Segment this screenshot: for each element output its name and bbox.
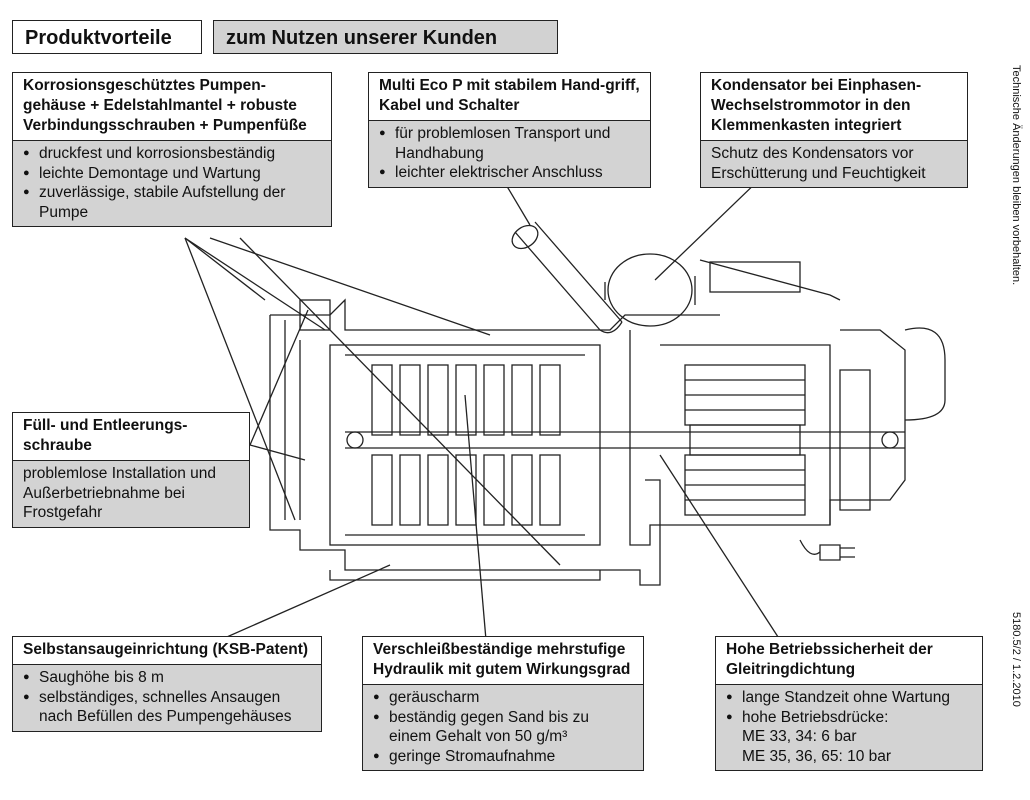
box-kondensator: Kondensator bei Einphasen-Wechselstrommo… xyxy=(700,72,968,188)
box-korrosionsschutz: Korrosionsgeschütztes Pumpen-gehäuse + E… xyxy=(12,72,332,227)
list-item: beständig gegen Sand bis zu einem Gehalt… xyxy=(373,708,635,747)
box-handgriff: Multi Eco P mit stabilem Hand-griff, Kab… xyxy=(368,72,651,188)
box-hydraulik: Verschleißbeständige mehrstufige Hydraul… xyxy=(362,636,644,771)
list-item: leichter elektrischer Anschluss xyxy=(379,163,642,183)
box-text: Schutz des Kondensators vor Erschütterun… xyxy=(701,141,967,187)
side-note-dokument-nr: 5180.5/2 / 1.2.2010 xyxy=(1010,612,1022,707)
box-title: Verschleißbeständige mehrstufige Hydraul… xyxy=(363,637,643,685)
box-title: Hohe Betriebssicherheit der Gleitringdic… xyxy=(716,637,982,685)
tab-produktvorteile: Produktvorteile xyxy=(12,20,202,54)
box-title: Kondensator bei Einphasen-Wechselstrommo… xyxy=(701,73,967,141)
box-text: problemlose Installation und Außerbetrie… xyxy=(13,461,249,527)
list-item: Saughöhe bis 8 m xyxy=(23,668,313,688)
list-item-text: hohe Betriebsdrücke: xyxy=(742,708,889,726)
box-title: Korrosionsgeschütztes Pumpen-gehäuse + E… xyxy=(13,73,331,141)
pressure-value: ME 35, 36, 65: 10 bar xyxy=(742,747,892,765)
box-fuellschraube: Füll- und Entleerungs-schraube problemlo… xyxy=(12,412,250,528)
tab-kundennutzen: zum Nutzen unserer Kunden xyxy=(213,20,558,54)
list-item: geräuscharm xyxy=(373,688,635,708)
box-selbstansaugung: Selbstansaugeinrichtung (KSB-Patent) Sau… xyxy=(12,636,322,732)
list-item: zuverlässige, stabile Aufstellung der Pu… xyxy=(23,183,323,222)
list-item: leichte Demontage und Wartung xyxy=(23,164,323,184)
list-item: selbständiges, schnelles Ansaugen nach B… xyxy=(23,688,313,727)
list-item: geringe Stromaufnahme xyxy=(373,747,635,767)
box-gleitringdichtung: Hohe Betriebssicherheit der Gleitringdic… xyxy=(715,636,983,771)
box-title: Multi Eco P mit stabilem Hand-griff, Kab… xyxy=(369,73,650,121)
list-item: hohe Betriebsdrücke: ME 33, 34: 6 bar ME… xyxy=(726,708,974,767)
pressure-value: ME 33, 34: 6 bar xyxy=(742,728,857,745)
box-title: Füll- und Entleerungs-schraube xyxy=(13,413,249,461)
box-title: Selbstansaugeinrichtung (KSB-Patent) xyxy=(13,637,321,665)
side-note-aenderungen: Technische Änderungen bleiben vorbehalte… xyxy=(1010,65,1022,286)
list-item: druckfest und korrosionsbeständig xyxy=(23,144,323,164)
list-item: für problemlosen Transport und Handhabun… xyxy=(379,124,642,163)
list-item: lange Standzeit ohne Wartung xyxy=(726,688,974,708)
